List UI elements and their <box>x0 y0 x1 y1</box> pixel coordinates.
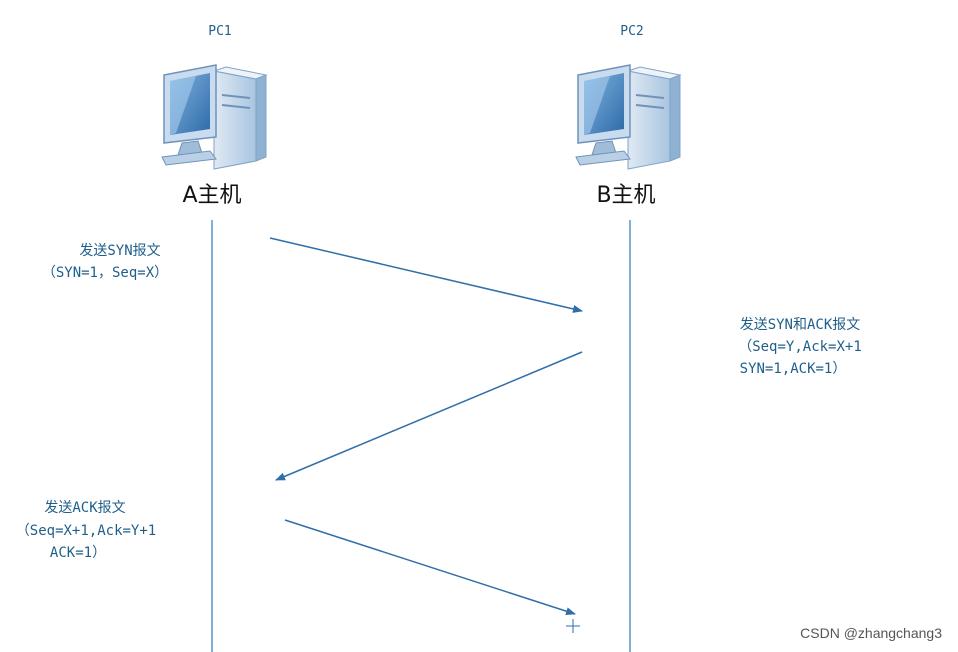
syn-message-title: 发送SYN报文 <box>79 243 160 259</box>
ack-message-params-2: ACK=1） <box>50 545 106 561</box>
watermark-text: CSDN @zhangchang3 <box>800 625 942 641</box>
syn-ack-arrow <box>275 351 583 481</box>
syn-ack-message-params-2: SYN=1,ACK=1） <box>740 361 847 377</box>
ack-message-title: 发送ACK报文 <box>44 500 125 516</box>
pc2-label: PC2 <box>620 24 643 39</box>
syn-message-params: （SYN=1，Seq=X） <box>42 265 168 281</box>
desktop-computer-icon <box>161 64 268 170</box>
host-b-label: B主机 <box>596 183 655 208</box>
ack-message-params-1: （Seq=X+1,Ack=Y+1 <box>16 523 156 539</box>
pc1-label: PC1 <box>208 24 231 39</box>
syn-ack-message-title: 发送SYN和ACK报文 <box>740 317 861 333</box>
syn-ack-message-params-1: （Seq=Y,Ack=X+1 <box>738 339 862 355</box>
syn-arrow <box>269 237 583 313</box>
crosshair-cursor-icon <box>566 619 580 633</box>
ack-arrow <box>284 519 576 616</box>
desktop-computer-icon <box>575 64 682 170</box>
host-a-label: A主机 <box>182 183 241 208</box>
